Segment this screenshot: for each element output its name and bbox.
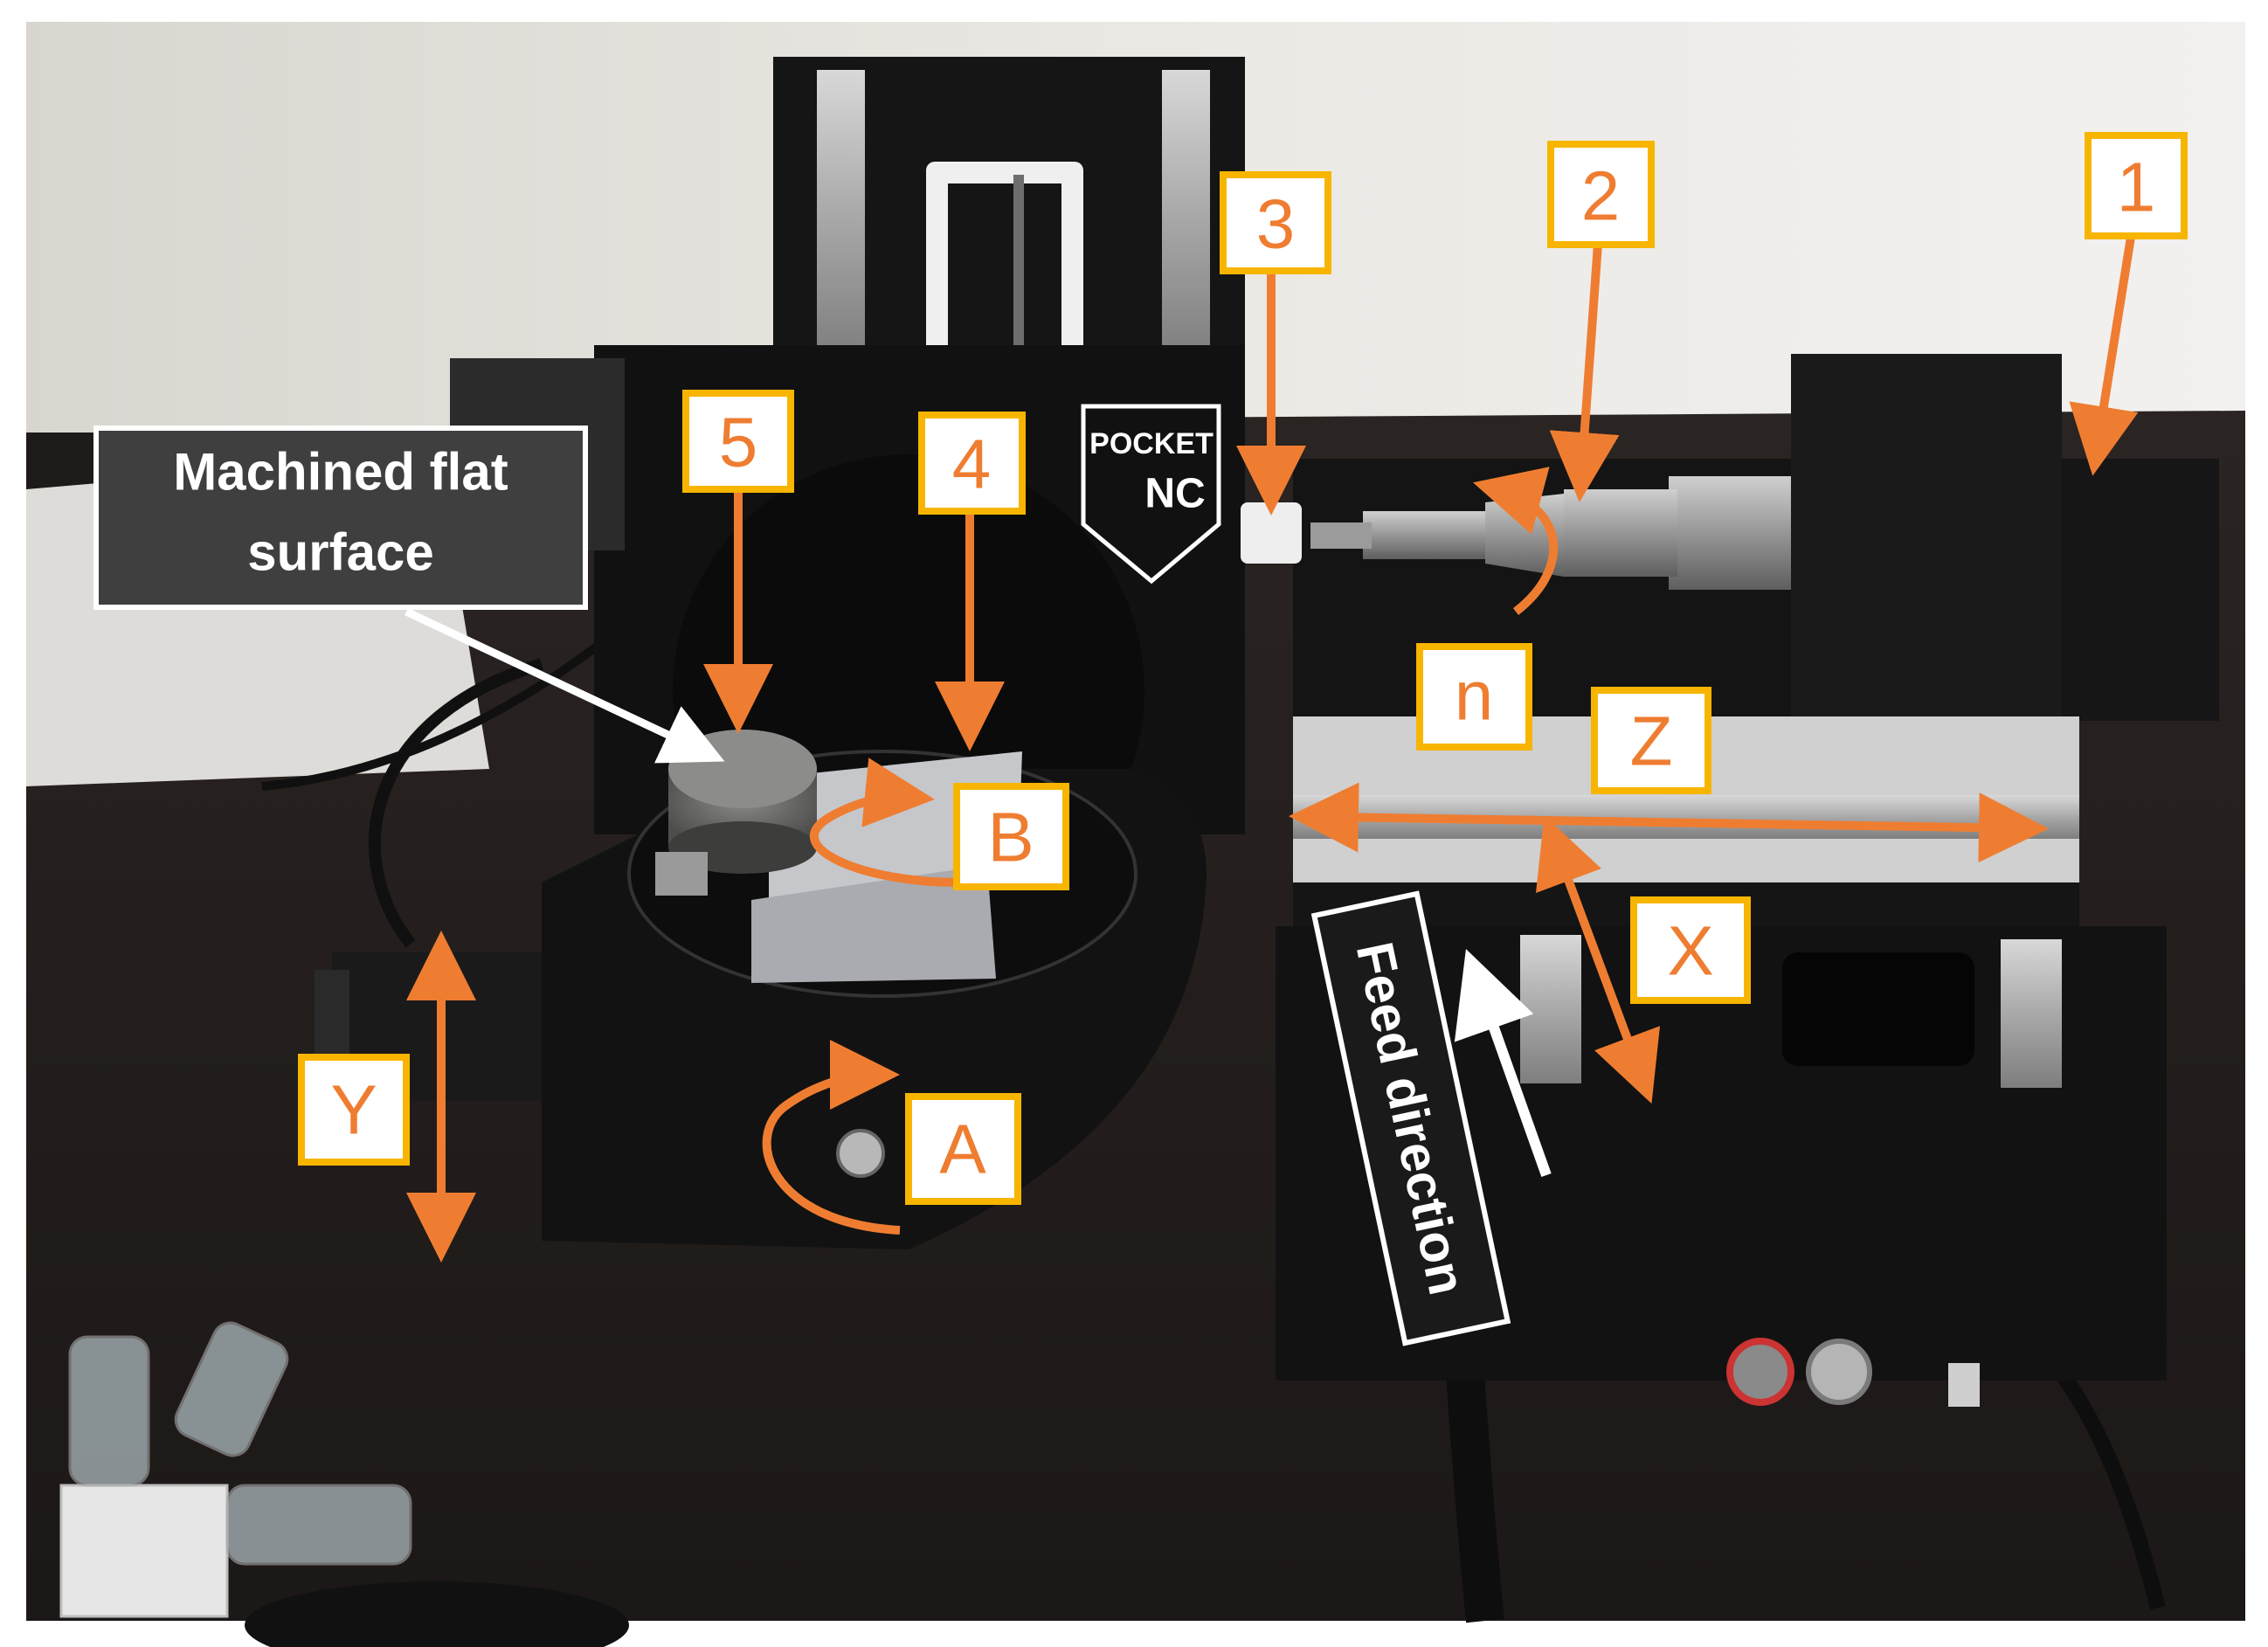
a-rotation-arrow [762,1040,901,1235]
axis-indicator-block [59,1321,412,1618]
axis-label-b: B [953,783,1069,890]
z-axis-arrow [1289,782,2049,863]
axis-label-b-text: B [987,799,1034,876]
white-pointer-arrows [405,607,1552,1178]
logo-text-bottom: NC [1144,471,1205,517]
number-label-4-text: 4 [952,426,992,503]
axis-label-z: Z [1591,687,1711,794]
axis-label-x: X [1630,896,1751,1004]
feed-direction-pointer [1454,949,1552,1178]
axis-label-y-text: Y [330,1071,377,1149]
axis-label-z-text: Z [1630,702,1673,780]
pocket-nc-logo: POCKET NC [1081,404,1221,585]
number-label-5-text: 5 [719,404,758,481]
logo-text-top: POCKET [1089,427,1214,460]
machined-surface-callout: Machined flat surface [93,426,588,610]
number-label-3: 3 [1220,171,1331,274]
axis-label-n: n [1416,643,1532,751]
number-label-1: 1 [2085,132,2188,239]
number-label-2: 2 [1547,141,1655,248]
b-rotation-arrow [810,758,958,887]
leader-arrow-2 [1549,231,1620,502]
number-label-1-text: 1 [2117,149,2156,226]
number-label-4: 4 [918,412,1026,515]
x-axis-arrow [1535,815,1661,1104]
annotation-arrows [406,231,2139,1263]
axis-label-a: A [905,1093,1021,1205]
axis-label-n-text: n [1455,657,1494,735]
number-label-5: 5 [682,390,794,493]
machined-surface-line1: Machined flat [173,443,508,502]
number-label-3-text: 3 [1256,185,1296,263]
number-label-2-text: 2 [1581,157,1621,235]
leader-arrow-1 [2069,231,2139,476]
axis-label-y: Y [298,1054,410,1166]
axis-label-a-text: A [939,1111,986,1188]
machined-surface-pointer [405,607,725,764]
feed-direction-callout: Feed direction [1310,890,1511,1346]
n-rotation-arrow [1473,467,1559,615]
machined-surface-line2: surface [247,523,433,582]
axis-label-x-text: X [1667,912,1713,990]
